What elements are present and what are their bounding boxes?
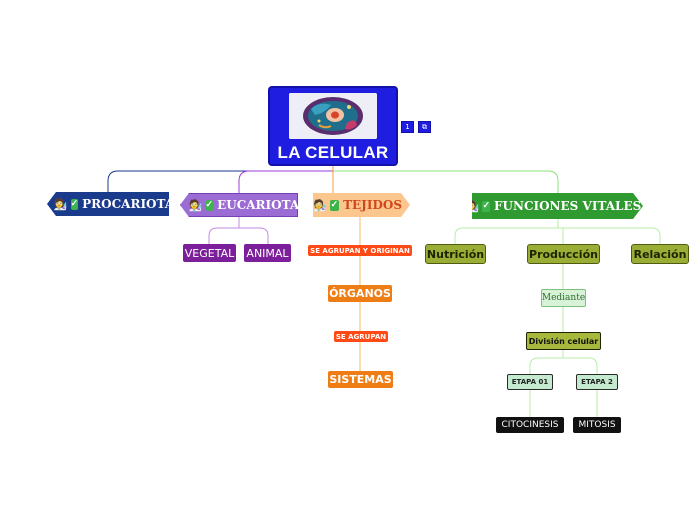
node-se-agrupan[interactable]: SE AGRUPAN (334, 331, 388, 342)
node-nutricion[interactable]: Nutrición (425, 244, 486, 264)
node-etapa-2[interactable]: ETAPA 2 (576, 374, 618, 390)
branch-label: FUNCIONES VITALES (493, 199, 642, 213)
person-icon: 🧑‍🔬 (313, 198, 327, 212)
comment-count-badge[interactable]: 1 (401, 121, 414, 133)
checkmark-icon: ✓ (205, 199, 214, 211)
link-central-eucariota (238, 170, 333, 193)
node-produccion[interactable]: Producción (527, 244, 600, 264)
node-division-celular[interactable]: División celular (526, 332, 601, 350)
branch-label: EUCARIOTA (217, 198, 300, 212)
node-animal[interactable]: ANIMAL (244, 244, 291, 262)
checkmark-icon: ✓ (70, 198, 79, 210)
checkmark-icon: ✓ (482, 200, 490, 211)
link-icon[interactable]: ⧉ (418, 121, 431, 133)
person-icon: 🧑‍🔬 (53, 197, 68, 211)
node-citocinesis[interactable]: CITOCINESIS (496, 417, 564, 433)
node-se-agrupan-y-originan[interactable]: SE AGRUPAN Y ORIGINAN (308, 245, 412, 256)
link-central-procariota (107, 166, 334, 192)
cell-image (289, 93, 377, 139)
central-topic[interactable]: LA CELULAR (268, 86, 398, 166)
link-central-funciones (333, 170, 559, 193)
branch-label: TEJIDOS (343, 198, 402, 212)
node-vegetal[interactable]: VEGETAL (183, 244, 236, 262)
branch-label: PROCARIOTA (82, 197, 175, 211)
person-icon: 🧑‍🔬 (188, 198, 203, 212)
node-mediante[interactable]: Mediante (541, 289, 586, 307)
branch-eucariota[interactable]: 🧑‍🔬 ✓ EUCARIOTA (180, 193, 298, 217)
link-eucariota-children (208, 217, 269, 244)
node-etapa-01[interactable]: ETAPA 01 (507, 374, 553, 390)
branch-procariota[interactable]: 🧑‍🔬 ✓ PROCARIOTA (47, 192, 169, 216)
node-relacion[interactable]: Relación (631, 244, 689, 264)
node-organos[interactable]: ÓRGANOS (328, 285, 392, 302)
central-title: LA CELULAR (277, 143, 389, 162)
checkmark-icon: ✓ (330, 199, 339, 210)
node-mitosis[interactable]: MITOSIS (573, 417, 621, 433)
link-produccion-chain (529, 264, 598, 417)
node-sistemas[interactable]: SISTEMAS (328, 371, 393, 388)
branch-tejidos[interactable]: 🧑‍🔬 ✓ TEJIDOS (313, 193, 410, 217)
branch-funciones-vitales[interactable]: 🧑‍🔬 ✓ FUNCIONES VITALES (472, 193, 643, 219)
link-funciones-children (454, 219, 661, 244)
